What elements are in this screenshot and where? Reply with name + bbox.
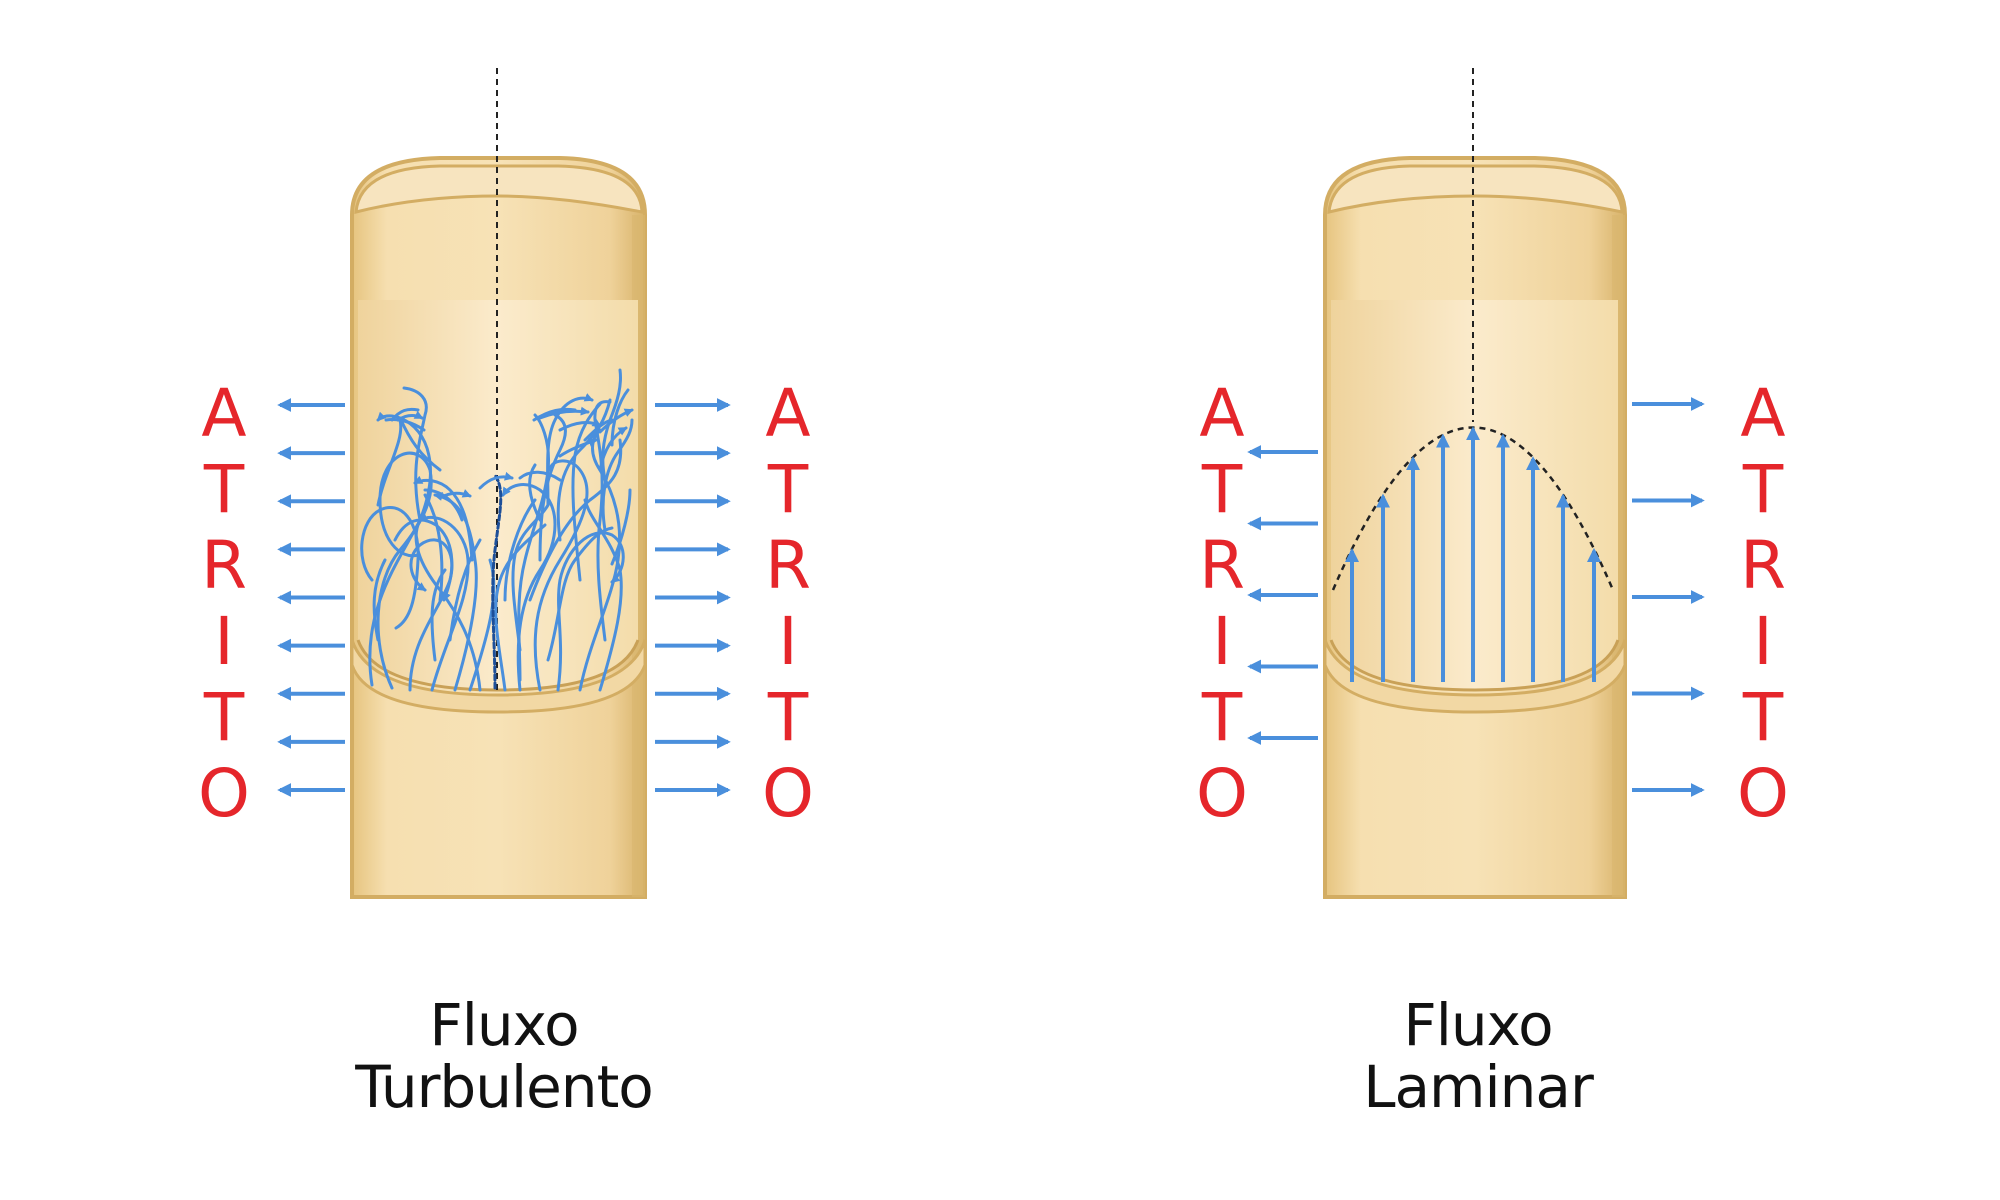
- turbulent-flow-arrows: [360, 368, 634, 692]
- friction-word-letter-right: O: [762, 755, 814, 832]
- friction-word-letter-right: A: [765, 375, 810, 452]
- friction-word-letter-left: T: [203, 451, 245, 528]
- friction-word-letter-right: I: [778, 603, 797, 680]
- friction-word-letter-left: T: [203, 679, 245, 756]
- friction-word-letter-right: R: [1740, 527, 1786, 604]
- friction-word-letter-left: A: [201, 375, 246, 452]
- friction-word-letter-left: R: [1199, 527, 1245, 604]
- friction-word-letter-right: T: [1742, 679, 1784, 756]
- friction-word-letter-right: R: [765, 527, 811, 604]
- friction-word-letter-right: O: [1737, 755, 1789, 832]
- friction-word-letter-left: I: [1212, 603, 1231, 680]
- turbulent-caption-line1: Fluxo: [429, 991, 578, 1059]
- friction-word-letter-right: T: [1742, 451, 1784, 528]
- friction-word-letter-right: T: [767, 451, 809, 528]
- friction-word-letter-right: A: [1740, 375, 1785, 452]
- friction-word-letter-left: A: [1199, 375, 1244, 452]
- turbulent-caption-line2: Turbulento: [354, 1053, 653, 1121]
- laminar-friction-arrows-left: [1247, 445, 1318, 745]
- laminar-friction-arrows-right: [1632, 397, 1705, 797]
- laminar-caption-line2: Laminar: [1363, 1053, 1594, 1121]
- laminar-flow-arrows: [1345, 426, 1601, 682]
- friction-word-letter-left: I: [214, 603, 233, 680]
- turbulent-friction-arrows-left: [277, 398, 345, 797]
- friction-word-letter-left: T: [1201, 451, 1243, 528]
- turbulent-flow-heads: [396, 406, 634, 500]
- friction-word-letter-right: I: [1753, 603, 1772, 680]
- friction-word-letter-left: R: [201, 527, 247, 604]
- friction-word-letter-left: T: [1201, 679, 1243, 756]
- friction-word-letter-left: O: [198, 755, 250, 832]
- turbulent-friction-arrows-right: [655, 398, 731, 797]
- laminar-caption-line1: Fluxo: [1403, 991, 1552, 1059]
- friction-word-letter-left: O: [1196, 755, 1248, 832]
- friction-word-letter-right: T: [767, 679, 809, 756]
